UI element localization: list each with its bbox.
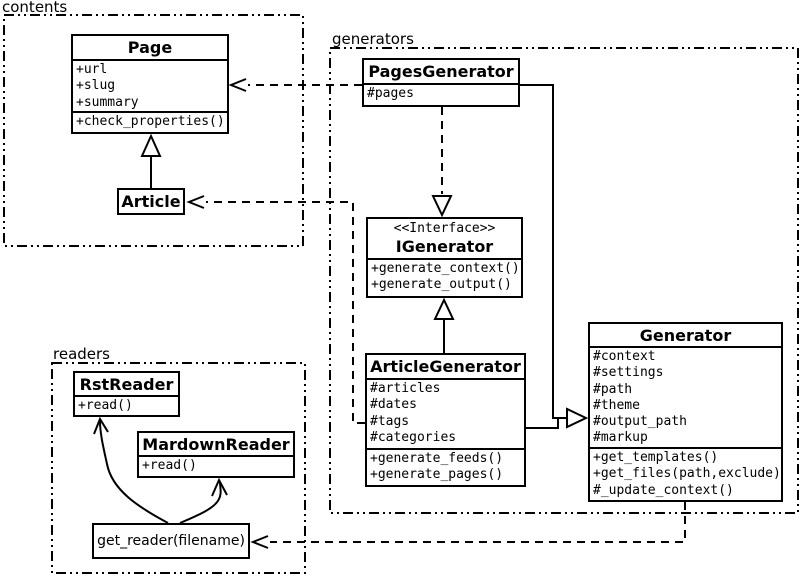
method-row: +generate_feeds() <box>370 451 504 466</box>
rstreader-class-title: RstReader <box>75 373 178 397</box>
generator-class-title: Generator <box>590 324 781 348</box>
method-row: +generate_pages() <box>370 467 504 483</box>
inheritance-triangle-icon-page <box>140 133 162 157</box>
attribute-row: #categories <box>370 429 457 445</box>
page-attributes-section: +url +slug +summary <box>73 61 227 113</box>
class-box-pagesgenerator: PagesGenerator #pages <box>362 58 520 107</box>
class-box-igenerator: <<Interface>> IGenerator +generate_conte… <box>366 217 523 298</box>
article-class-title: Article <box>121 192 181 211</box>
method-row: +get_templates() <box>593 450 719 465</box>
class-box-articlegenerator: ArticleGenerator #articles #dates #tags … <box>365 353 526 487</box>
method-row: +check_properties() <box>76 114 225 129</box>
attribute-row: #pages <box>367 86 414 101</box>
articlegenerator-attributes-section: #articles #dates #tags #categories <box>367 380 524 450</box>
generator-methods-section: +get_templates() +get_files(path,exclude… <box>590 449 781 500</box>
articlegenerator-methods-section: +generate_feeds() +generate_pages() <box>367 450 524 485</box>
realization-triangle-icon-igenerator-top <box>431 195 453 218</box>
igenerator-methods-section: +generate_context() +generate_output() <box>368 260 521 296</box>
readers-package-border <box>51 362 306 574</box>
pagesgenerator-class-title: PagesGenerator <box>364 60 518 85</box>
mardownreader-methods-section: +read() <box>139 457 293 476</box>
open-arrowhead-icon-page <box>228 78 247 92</box>
inheritance-triangle-icon-igenerator-bottom <box>433 297 455 320</box>
inheritance-line-articlegenerator-to-generator <box>526 417 566 429</box>
rstreader-methods-section: +read() <box>75 397 178 415</box>
class-box-generator: Generator #context #settings #path #them… <box>588 322 783 502</box>
generators-package-border <box>329 47 799 514</box>
dependency-line-generator-to-getreader <box>270 502 686 543</box>
open-arrowhead-icon-rstreader <box>93 416 109 435</box>
method-row: +generate_context() <box>371 261 520 276</box>
attribute-row: +slug <box>76 78 116 94</box>
open-arrowhead-icon-getreader <box>250 535 269 549</box>
page-methods-section: +check_properties() <box>73 113 227 132</box>
dependency-line-articlegenerator-to-article <box>206 201 365 424</box>
open-arrowhead-icon-article <box>186 195 205 209</box>
function-box-getreader: get_reader(filename) <box>92 523 250 559</box>
readers-package-label: readers <box>53 345 110 363</box>
method-row: #_update_context() <box>593 482 734 498</box>
pagesgenerator-attributes-section: #pages <box>364 85 518 105</box>
attribute-row: #output_path <box>593 414 687 430</box>
attribute-row: #dates <box>370 397 417 413</box>
igenerator-class-title: <<Interface>> IGenerator <box>368 219 521 260</box>
attribute-row: #context <box>593 349 656 364</box>
page-class-title: Page <box>73 36 227 61</box>
method-row: +read() <box>78 398 133 413</box>
contents-package-border <box>3 14 304 247</box>
class-box-article: Article <box>117 188 185 215</box>
attribute-row: +url <box>76 62 108 77</box>
class-box-page: Page +url +slug +summary +check_properti… <box>71 34 229 134</box>
interface-stereotype: <<Interface>> <box>393 220 496 236</box>
attribute-row: #path <box>593 381 633 397</box>
inheritance-line-pagesgenerator-to-generator <box>520 84 566 419</box>
generator-attributes-section: #context #settings #path #theme #output_… <box>590 348 781 449</box>
method-row: +read() <box>142 458 197 473</box>
open-arrowhead-icon-mardownreader <box>211 477 228 497</box>
curve-line-getreader-to-rstreader <box>99 420 169 524</box>
attribute-row: #theme <box>593 397 640 413</box>
method-row: +get_files(path,exclude) <box>593 466 781 482</box>
mardownreader-class-title: MardownReader <box>139 433 293 457</box>
generators-package-label: generators <box>332 30 414 48</box>
class-box-rstreader: RstReader +read() <box>73 371 180 417</box>
igenerator-class-name: IGenerator <box>395 236 494 256</box>
articlegenerator-class-title: ArticleGenerator <box>367 355 524 380</box>
attribute-row: #articles <box>370 381 441 396</box>
attribute-row: #settings <box>593 365 664 381</box>
method-row: +generate_output() <box>371 277 512 293</box>
inheritance-triangle-icon-generator <box>566 407 589 429</box>
attribute-row: +summary <box>76 94 139 110</box>
contents-package-label: contents <box>2 0 68 16</box>
attribute-row: #markup <box>593 430 648 446</box>
class-box-mardownreader: MardownReader +read() <box>137 431 295 478</box>
curve-line-getreader-to-mardownreader <box>179 481 222 524</box>
attribute-row: #tags <box>370 413 410 429</box>
